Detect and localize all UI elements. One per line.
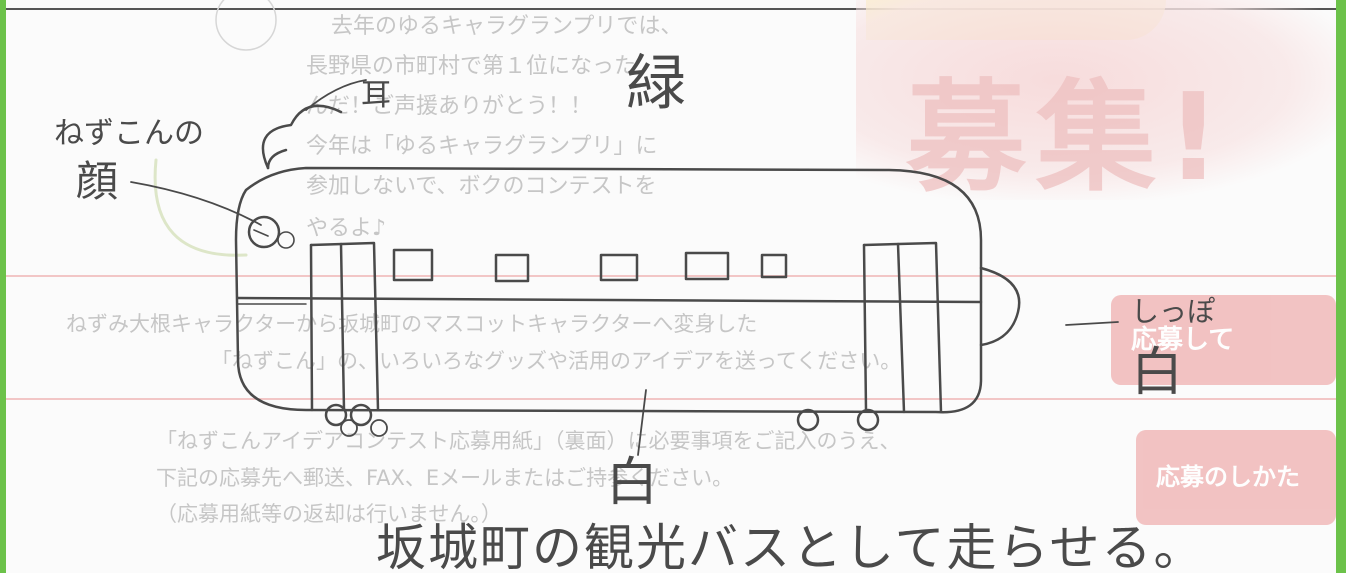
bg-side-label: 応募して <box>1111 295 1336 385</box>
wheel <box>370 419 388 437</box>
bg-upper-line: やるよ♪ <box>306 216 387 241</box>
label-ear: 耳 <box>361 78 391 113</box>
bg-pink-shape <box>856 0 1336 200</box>
label-tail: しっぽ <box>1131 295 1216 328</box>
bg-lower-line: 「ねずこんアイデアコンテスト応募用紙」（裏面）に必要事項をご記入のうえ、 <box>156 429 901 453</box>
bg-form-line <box>6 275 1336 277</box>
bg-upper-line: 去年のゆるキャラグランプリでは、 <box>331 14 683 39</box>
label-face-line1: ねずこんの <box>54 116 204 151</box>
right-door-edge <box>862 243 868 412</box>
wheel <box>856 408 880 432</box>
left-ear-inner <box>266 148 288 170</box>
ear-pointer-line <box>305 79 367 111</box>
window <box>494 253 530 283</box>
tail-pointer-line <box>1065 321 1119 326</box>
bg-upper-line: 長野県の市町村で第１位になった <box>306 54 637 79</box>
wheel <box>796 408 820 432</box>
window <box>599 253 639 282</box>
bg-form-line <box>6 398 1336 400</box>
bg-lower-line: 下記の応募先へ郵送、FAX、Eメールまたはご持参ください。 <box>156 466 734 490</box>
bg-middle-line: ねずみ大根キャラクターから坂城町のマスコットキャラクターへ変身した <box>66 312 758 336</box>
bg-upper-line: 今年は「ゆるキャラグランプリ」に <box>306 134 658 159</box>
wheel <box>340 419 358 437</box>
caption: 坂城町の観光バスとして走らせる。 <box>376 519 1206 573</box>
bg-upper-line: 参加しないで、ボクのコンテストを <box>306 174 657 199</box>
window <box>760 253 788 279</box>
nezukon-face-eye <box>247 215 281 249</box>
bg-lower-line: （応募用紙等の返却は行いません。） <box>156 502 502 526</box>
tail <box>979 266 1021 347</box>
left-door-divider <box>339 242 346 412</box>
right-door-divider <box>896 242 906 414</box>
left-ear-outline <box>261 104 343 170</box>
bg-heading-big: 募集! <box>906 69 1231 208</box>
window <box>684 251 730 281</box>
nezukon-face-nose <box>277 231 295 249</box>
bg-middle-line: 「ねずこん」の、いろいろなグッズや活用のアイデアを送ってください。 <box>211 349 902 373</box>
wheel <box>349 403 373 427</box>
bg-upper-line: んだ！ご声援ありがとう！！ <box>306 94 593 119</box>
faint-circle <box>215 0 277 51</box>
nezukon-face-mark <box>253 229 269 237</box>
left-door-edge <box>309 243 314 412</box>
bus-drawing <box>130 0 1119 456</box>
bottom-pointer-line <box>637 389 647 456</box>
face-pointer-line <box>130 181 262 226</box>
bg-side-label: 応募のしかた <box>1136 430 1336 525</box>
wheel <box>324 403 348 427</box>
bus-belt-line <box>236 296 983 304</box>
left-door-outline <box>309 241 380 412</box>
bus-body-outline <box>234 166 983 414</box>
faint-arc <box>153 158 248 257</box>
label-face-line2: 顔 <box>76 157 119 206</box>
right-door-outline <box>862 241 943 414</box>
label-green: 緑 <box>626 49 686 119</box>
label-tail-color: 白 <box>1131 343 1184 403</box>
window <box>392 248 434 282</box>
top-rule <box>6 8 1336 10</box>
label-bottom-color: 白 <box>606 453 659 513</box>
